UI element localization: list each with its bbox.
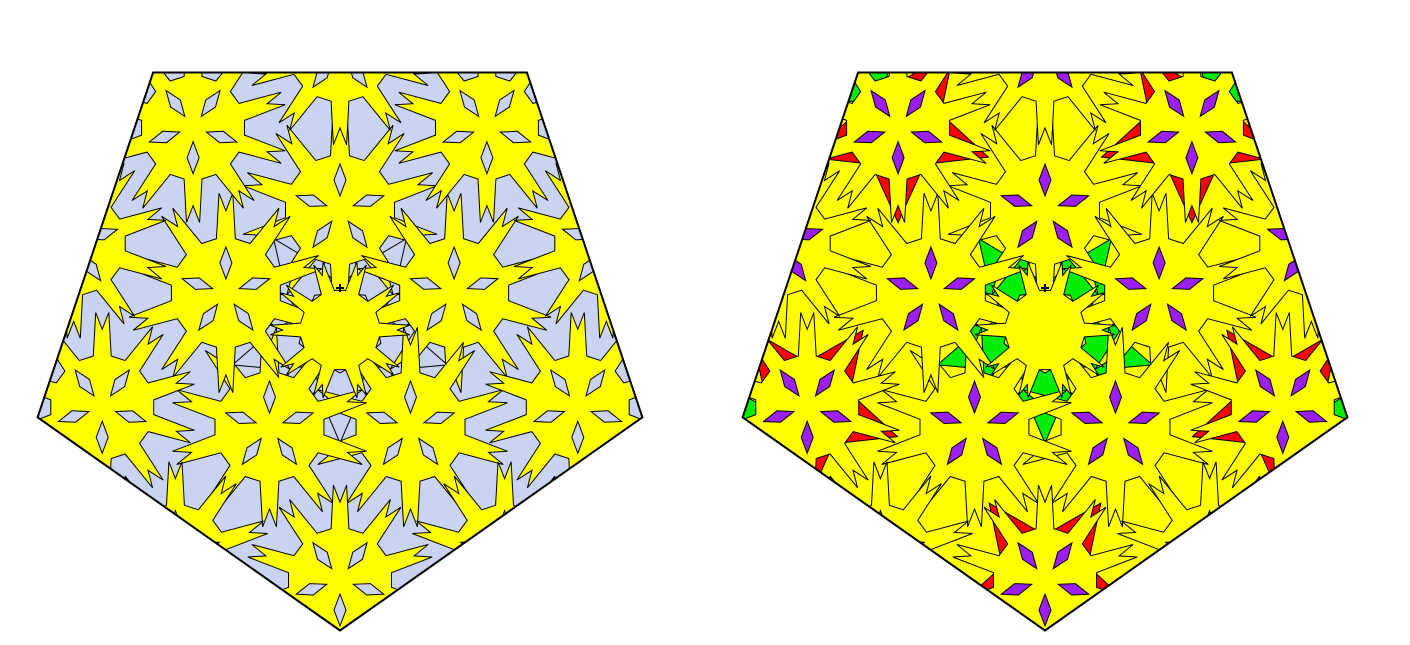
medium-star-gap xyxy=(831,533,907,605)
right-pentagon-panel xyxy=(705,0,1410,645)
medium-star-gap xyxy=(722,197,798,269)
rhombus-hole xyxy=(68,198,80,230)
rhombus-hole xyxy=(1001,35,1031,46)
rhombus-hole xyxy=(334,4,346,36)
medium-star-gap xyxy=(1292,197,1368,269)
rhombus-hole xyxy=(853,568,872,594)
rhombus-hole xyxy=(513,568,532,594)
rhombus-hole xyxy=(353,35,383,46)
rhombus-hole xyxy=(132,542,162,554)
rhombus-hole xyxy=(296,35,326,46)
rhombus-hole xyxy=(735,229,765,240)
rhombus-hole xyxy=(1320,255,1339,281)
left-pentagon-tiling xyxy=(0,0,705,645)
medium-star-gap xyxy=(1183,533,1259,605)
rhombus-hole xyxy=(1223,542,1253,554)
rhombus-hole xyxy=(600,198,612,230)
rhombus-hole xyxy=(620,229,650,240)
rhombus-hole xyxy=(1183,568,1202,594)
rhombus-hole xyxy=(752,255,771,281)
rhombus-hole xyxy=(30,229,60,240)
right-pentagon-tiling xyxy=(705,0,1410,645)
rhombus-hole xyxy=(773,198,785,230)
rhombus-hole xyxy=(47,255,66,281)
rhombus-hole xyxy=(518,542,548,554)
rhombus-hole xyxy=(615,255,634,281)
rhombus-hole xyxy=(148,568,167,594)
rhombus-hole xyxy=(889,568,908,594)
rhombus-hole xyxy=(837,542,867,554)
rhombus-hole xyxy=(478,568,497,594)
rhombus-hole xyxy=(1039,4,1051,36)
rhombus-hole xyxy=(1218,568,1237,594)
rhombus-hole xyxy=(1325,229,1355,240)
rhombus-hole xyxy=(1058,35,1088,46)
medium-star-gap xyxy=(1007,0,1083,62)
rhombus-hole xyxy=(1305,198,1317,230)
rhombus-hole xyxy=(184,568,203,594)
left-pentagon-panel xyxy=(0,0,705,645)
